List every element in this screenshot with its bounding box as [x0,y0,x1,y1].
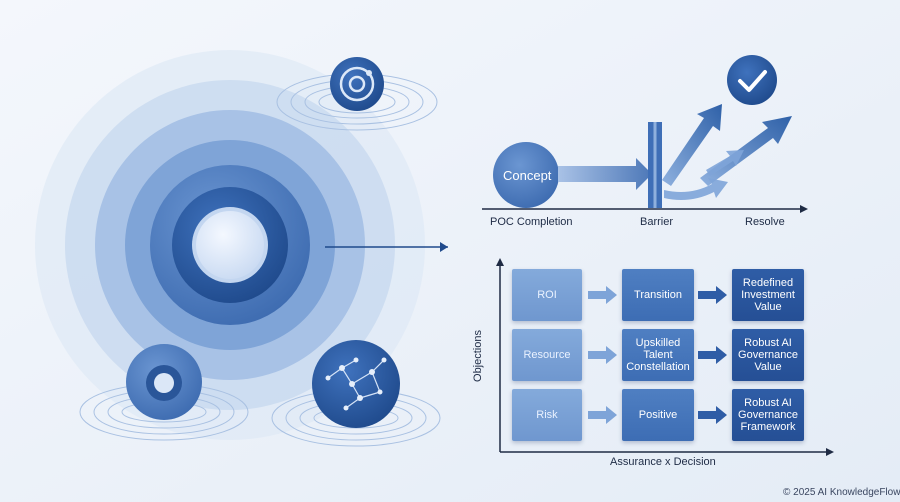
copyright-text: © 2025 AI KnowledgeFlow [783,487,900,498]
ring-icon [126,344,202,420]
target-icon [330,57,384,111]
big-target-icon [35,50,425,440]
matrix-cell: Upskilled Talent Constellation [622,329,694,381]
matrix-cell: Robust AI Governance Framework [732,389,804,441]
flow-diagram [482,55,808,213]
matrix-cell: Robust AI Governance Value [732,329,804,381]
checkmark-icon [727,55,777,105]
matrix-axes [496,258,834,456]
network-icon [312,340,400,428]
matrix-arrows [588,286,727,424]
matrix-cell: Redefined Investment Value [732,269,804,321]
matrix-x-axis-label: Assurance x Decision [610,456,716,468]
matrix-cell: Transition [622,269,694,321]
axis-label-resolve: Resolve [745,216,785,228]
matrix-cell: Positive [622,389,694,441]
matrix-cell: ROI [512,269,582,321]
matrix-y-axis-label: Objections [471,330,484,382]
matrix-cell: Resource [512,329,582,381]
matrix-cell: Risk [512,389,582,441]
concept-label: Concept [503,168,552,183]
axis-label-barrier: Barrier [640,216,674,228]
axis-label-poc: POC Completion [490,216,573,228]
